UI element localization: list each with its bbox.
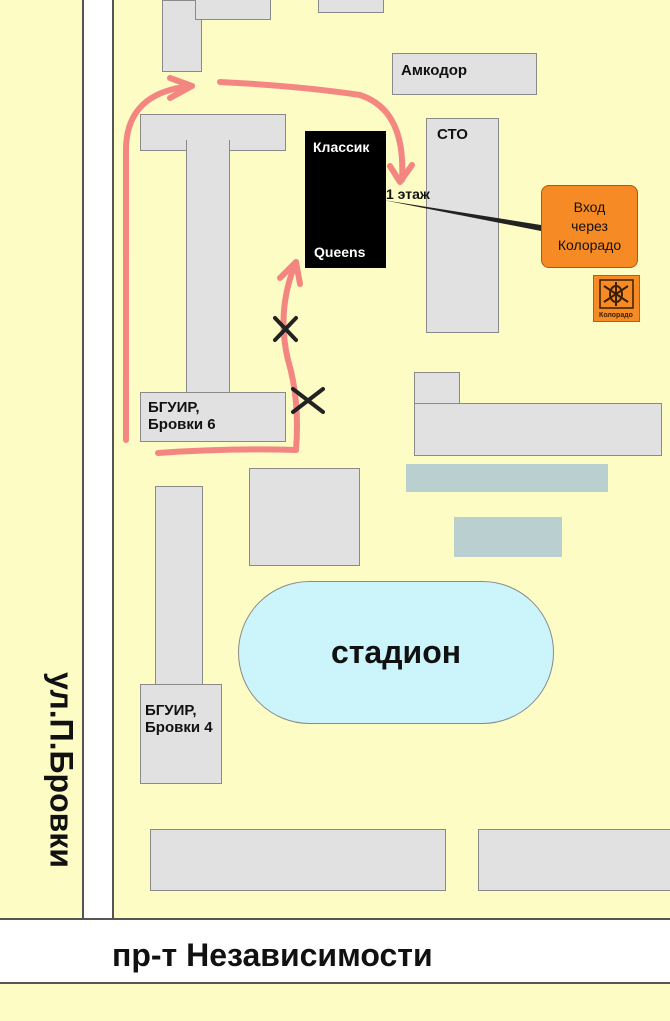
stadium: стадион [238,581,554,724]
stadium-label: стадион [330,634,462,670]
label-sto: СТО [437,126,468,143]
blocked-x-icon [273,316,298,342]
road-ul-p-brovki [82,0,114,918]
pool-lower [454,517,562,557]
kolorado-logo-icon: Колорадо [593,275,640,322]
entry-line3: Колорадо [557,237,622,253]
building-bguir4 [140,684,222,784]
entry-line1: Вход [573,199,606,215]
label-floor: 1 этаж [386,186,430,202]
label-amkodor: Амкодор [401,62,468,79]
building-bguir6-base [140,392,286,442]
label-bguir4-line2: Бровки 4 [145,719,213,736]
label-bguir6-line1: БГУИР, [148,399,200,416]
entry-callout[interactable]: Вход через Колорадо [541,185,638,268]
club-name-klassik: Классик [313,139,370,155]
label-bguir4-line1: БГУИР, [145,702,197,719]
building-top-middle [318,0,384,13]
club-name-queens: Queens [314,244,366,260]
building-bguir4-stem [155,486,203,690]
building-top-left-ext [195,0,271,20]
building-bottom-right [478,829,670,891]
building-sto [426,118,499,333]
building-square [249,468,360,566]
label-bguir6-line2: Бровки 6 [148,416,216,433]
blocked-x-icon [291,387,325,414]
logo-text: Колорадо [599,312,633,319]
club-building[interactable]: Классик Queens [305,131,386,268]
pool-upper [406,464,608,492]
building-amkodor [392,53,537,95]
entry-pointer [383,200,541,231]
building-bguir6-stem [186,140,230,402]
street-label-pr-nezavisimosti: пр-т Независимости [112,937,433,973]
street-label-ul-p-brovki: ул.П.Бровки [43,672,80,868]
entry-line2: через [571,218,608,234]
building-bottom-left [150,829,446,891]
road-pr-nezavisimosti [0,918,670,984]
route-arrow-icon [123,83,195,443]
building-right-long [414,403,662,456]
